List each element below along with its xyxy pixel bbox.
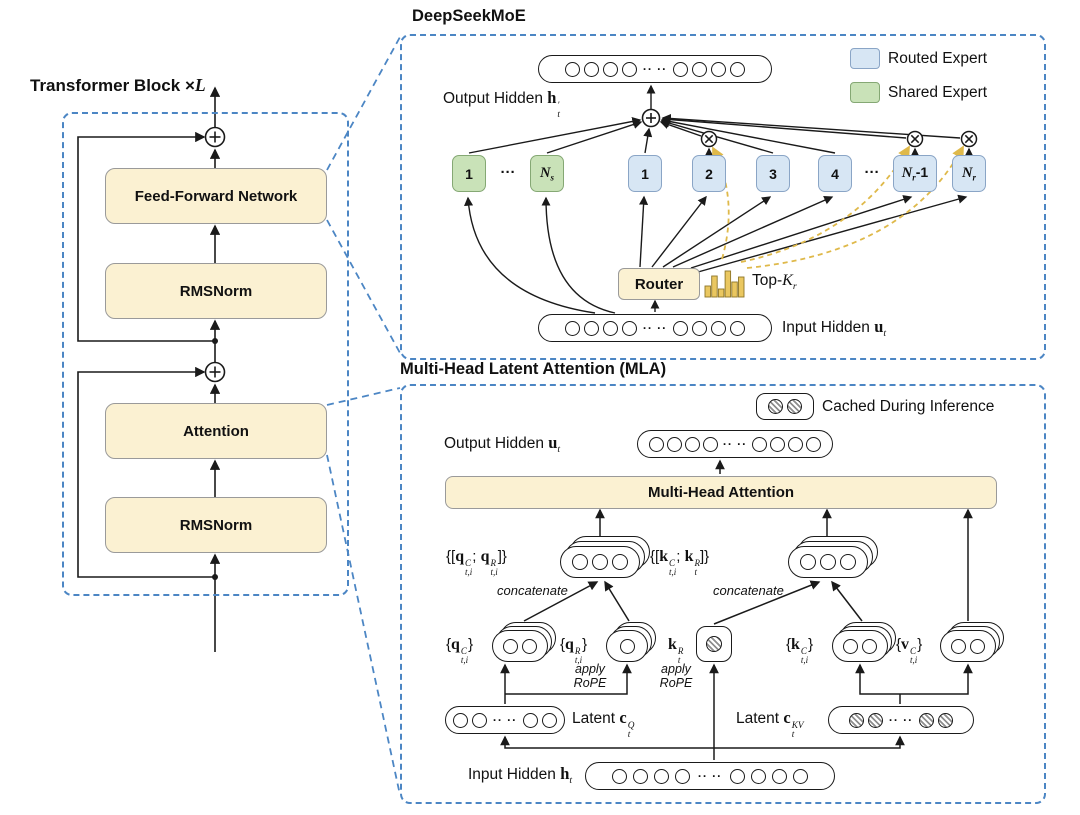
routed-expert-nr-1-label: Nr-1 bbox=[901, 164, 929, 183]
rmsnorm-upper-box: RMSNorm bbox=[105, 263, 327, 319]
feed-forward-network-box: Feed-Forward Network bbox=[105, 168, 327, 224]
cached-legend-label: Cached During Inference bbox=[822, 398, 995, 415]
routed-expert-2-box: 2 bbox=[692, 155, 726, 192]
mla-input-hidden-pill: ·· ·· bbox=[585, 762, 835, 790]
ellipsis-dots: ·· ·· bbox=[642, 62, 668, 76]
shared-expert-1-label: 1 bbox=[465, 165, 473, 182]
multi-head-attention-label: Multi-Head Attention bbox=[647, 484, 795, 501]
router-box: Router bbox=[618, 268, 700, 300]
kr-cached-box bbox=[696, 626, 732, 662]
multi-head-attention-box: Multi-Head Attention bbox=[445, 476, 997, 509]
apply-rope-q-line2: RoPE bbox=[573, 676, 607, 691]
routed-expert-nr-box: Nr bbox=[952, 155, 986, 192]
moe-input-hidden-label: Input Hidden ut bbox=[782, 317, 887, 339]
routed-expert-3-label: 3 bbox=[769, 165, 777, 182]
shared-expert-legend-label: Shared Expert bbox=[888, 84, 988, 101]
routed-expert-nr-1-box: Nr-1 bbox=[893, 155, 937, 192]
moe-input-hidden-pill: ·· ·· bbox=[538, 314, 772, 342]
routed-expert-swatch bbox=[850, 48, 880, 69]
moe-panel bbox=[400, 34, 1046, 360]
moe-title: DeepSeekMoE bbox=[412, 7, 526, 25]
rmsnorm-lower-label: RMSNorm bbox=[179, 516, 253, 534]
transformer-block-title: Transformer Block ×L bbox=[30, 75, 206, 95]
concatenate-left-label: concatenate bbox=[497, 583, 568, 598]
shared-expert-swatch bbox=[850, 82, 880, 103]
latent-cq-pill: ·· ·· bbox=[445, 706, 565, 734]
router-label: Router bbox=[634, 275, 684, 293]
attention-box: Attention bbox=[105, 403, 327, 459]
apply-rope-k-label: apply RoPE bbox=[648, 662, 704, 691]
kc-stack bbox=[832, 622, 896, 662]
q-concat-stack bbox=[560, 536, 650, 578]
routed-experts-ellipsis: ··· bbox=[864, 164, 880, 181]
apply-rope-q-label: apply RoPE bbox=[562, 662, 618, 691]
topk-label: Top-Kr bbox=[752, 272, 797, 292]
qc-stack bbox=[492, 622, 556, 662]
apply-rope-q-line1: apply bbox=[575, 662, 605, 676]
ellipsis-dots: ·· ·· bbox=[888, 713, 914, 727]
rmsnorm-lower-box: RMSNorm bbox=[105, 497, 327, 553]
vc-stack bbox=[940, 622, 1004, 662]
concatenate-right-label: concatenate bbox=[713, 583, 784, 598]
latent-ckv-pill: ·· ·· bbox=[828, 706, 974, 734]
moe-output-hidden-pill: ·· ·· bbox=[538, 55, 772, 83]
ellipsis-dots: ·· ·· bbox=[492, 713, 518, 727]
apply-rope-k-line2: RoPE bbox=[659, 676, 693, 691]
routed-expert-1-box: 1 bbox=[628, 155, 662, 192]
apply-rope-k-line1: apply bbox=[661, 662, 691, 676]
rmsnorm-upper-label: RMSNorm bbox=[179, 282, 253, 300]
attention-label: Attention bbox=[183, 422, 249, 440]
mla-input-hidden-label: Input Hidden ht bbox=[468, 764, 573, 786]
qr-stack bbox=[606, 622, 656, 662]
transformer-block-panel bbox=[62, 112, 349, 596]
routed-expert-1-label: 1 bbox=[641, 165, 649, 182]
mla-title: Multi-Head Latent Attention (MLA) bbox=[400, 360, 667, 378]
shared-expert-ns-box: Ns bbox=[530, 155, 564, 192]
mla-panel bbox=[400, 384, 1046, 804]
routed-expert-2-label: 2 bbox=[705, 165, 713, 182]
ellipsis-dots: ·· ·· bbox=[697, 769, 723, 783]
shared-expert-1-box: 1 bbox=[452, 155, 486, 192]
routed-expert-3-box: 3 bbox=[756, 155, 790, 192]
feed-forward-network-label: Feed-Forward Network bbox=[134, 187, 298, 205]
routed-expert-4-box: 4 bbox=[818, 155, 852, 192]
mla-output-hidden-label: Output Hidden ut bbox=[444, 433, 561, 455]
routed-expert-4-label: 4 bbox=[831, 165, 839, 182]
routed-expert-legend-label: Routed Expert bbox=[888, 50, 988, 67]
shared-experts-ellipsis: ··· bbox=[500, 164, 516, 181]
routed-expert-nr-label: Nr bbox=[962, 165, 976, 183]
shared-expert-ns-label: Ns bbox=[540, 165, 554, 183]
k-concat-stack bbox=[788, 536, 878, 578]
mla-output-hidden-pill: ·· ·· bbox=[637, 430, 833, 458]
ellipsis-dots: ·· ·· bbox=[722, 437, 748, 451]
moe-output-hidden-label: Output Hidden h′t bbox=[443, 88, 560, 121]
ellipsis-dots: ·· ·· bbox=[642, 321, 668, 335]
cached-legend-box bbox=[756, 393, 814, 420]
